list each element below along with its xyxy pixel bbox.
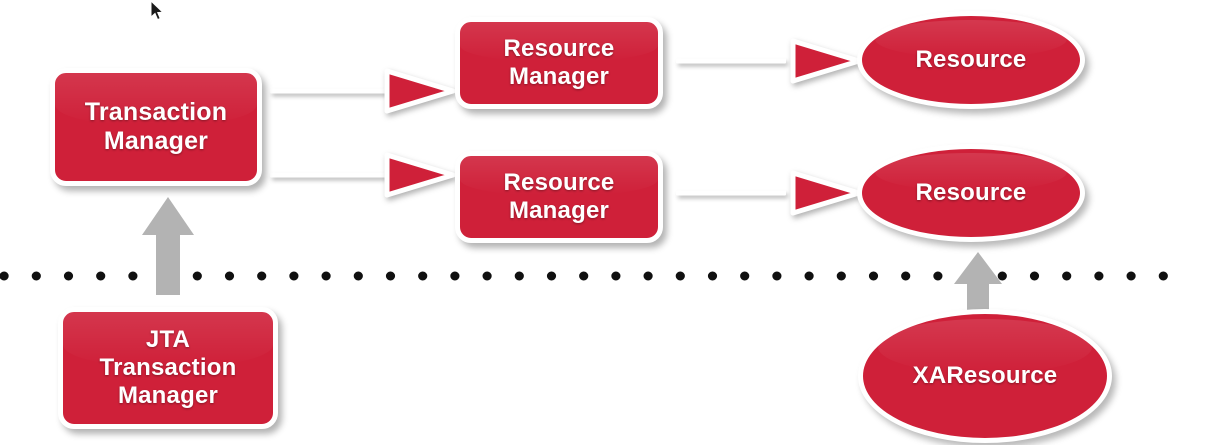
connector-resource-manager-2-to-resource-2	[676, 170, 862, 216]
node-label-resource-manager-2: Resource Manager	[503, 168, 615, 224]
node-label-resource-1: Resource	[915, 45, 1027, 73]
grey-up-arrow-xaresource-to-resource	[954, 252, 1002, 320]
connector-shaft	[676, 58, 786, 64]
arrowhead-icon	[384, 68, 456, 114]
connector-resource-manager-1-to-resource-1	[676, 38, 862, 84]
node-label-transaction-manager: Transaction Manager	[84, 97, 228, 156]
node-label-resource-manager-1: Resource Manager	[503, 34, 615, 90]
connector-tm-to-resource-manager-1	[270, 68, 456, 114]
connector-shaft	[270, 88, 394, 94]
node-xaresource[interactable]: XAResource	[858, 309, 1112, 443]
node-transaction-manager[interactable]: Transaction Manager	[50, 68, 262, 186]
node-jta-transaction-manager[interactable]: JTA Transaction Manager	[58, 307, 278, 429]
arrowhead-icon	[384, 152, 456, 198]
dotted-divider-line	[0, 271, 1180, 281]
node-label-resource-2: Resource	[915, 178, 1027, 206]
arrowhead-icon	[790, 38, 862, 84]
node-resource-2[interactable]: Resource	[857, 144, 1085, 242]
node-resource-manager-2[interactable]: Resource Manager	[455, 151, 663, 243]
node-label-xaresource: XAResource	[912, 361, 1058, 389]
connector-shaft	[676, 190, 786, 196]
mouse-cursor-icon	[150, 0, 164, 21]
node-resource-1[interactable]: Resource	[857, 11, 1085, 109]
arrowhead-icon	[790, 170, 862, 216]
grey-up-arrow-jta-to-transaction-manager	[142, 197, 194, 295]
connector-shaft	[270, 172, 394, 178]
connector-tm-to-resource-manager-2	[270, 152, 456, 198]
node-label-jta-transaction-manager: JTA Transaction Manager	[99, 325, 237, 410]
node-resource-manager-1[interactable]: Resource Manager	[455, 17, 663, 109]
